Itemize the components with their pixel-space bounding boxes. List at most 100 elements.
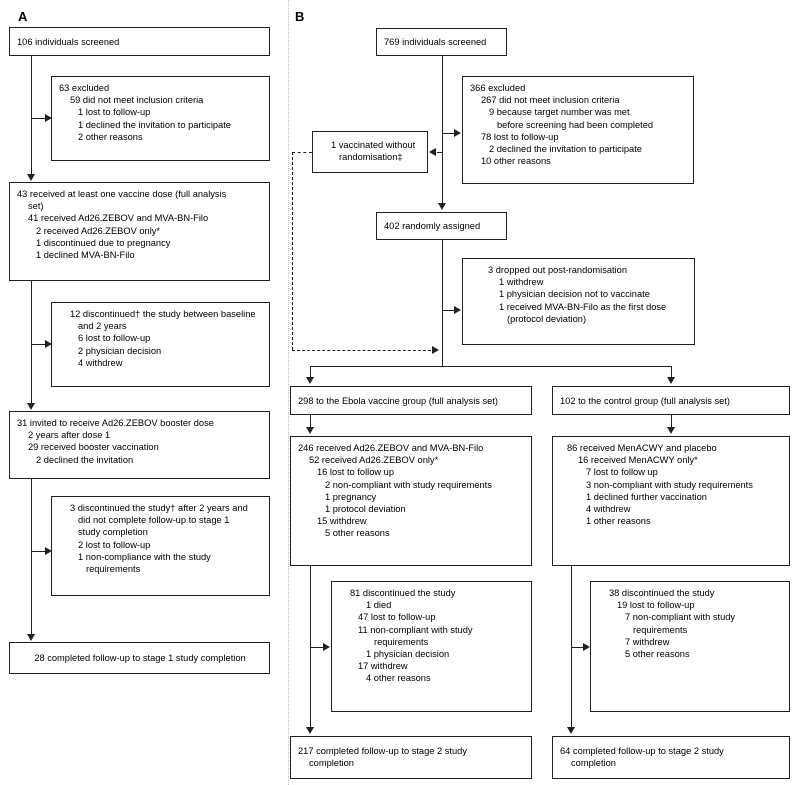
arrow-right-icon (432, 346, 439, 354)
node-b-control-discontinued: 38 discontinued the study 19 lost to fol… (590, 581, 790, 712)
arrow-down-icon (306, 427, 314, 434)
node-line: before screening had been completed (497, 119, 654, 130)
node-a-excluded: 63 excluded 59 did not meet inclusion cr… (51, 76, 270, 161)
node-b-randomly-assigned: 402 randomly assigned (376, 212, 507, 240)
node-line: 1 withdrew (499, 277, 544, 288)
node-b-excluded: 366 excluded 267 did not meet inclusion … (462, 76, 694, 184)
node-line: 41 received Ad26.ZEBOV and MVA-BN-Filo (28, 213, 209, 224)
arrow-down-icon (27, 174, 35, 181)
arrow-down-icon (27, 403, 35, 410)
node-b-control-completed: 64 completed follow-up to stage 2 study … (552, 736, 790, 779)
node-line: 64 completed follow-up to stage 2 study (560, 746, 724, 756)
node-line: 16 received MenACWY only* (578, 455, 698, 466)
node-line: 19 lost to follow-up (617, 600, 695, 611)
node-line: 769 individuals screened (384, 37, 487, 48)
panel-divider (288, 0, 289, 785)
node-line: 1 other reasons (586, 516, 651, 527)
node-line: set) (28, 201, 44, 212)
node-a-discontinued-after-2-years: 3 discontinued the study† after 2 years … (51, 496, 270, 596)
connector-line (671, 366, 673, 378)
node-line: completion (309, 758, 354, 769)
node-line: 1 discontinued due to pregnancy (36, 237, 171, 248)
arrow-down-icon (667, 427, 675, 434)
node-line: 1 vaccinated without (331, 140, 416, 150)
node-line: 7 non-compliant with study (625, 612, 736, 623)
connector-line (442, 310, 455, 312)
node-b-control-received: 86 received MenACWY and placebo 16 recei… (552, 436, 790, 566)
connector-line (571, 647, 585, 649)
node-line: 2 declined the invitation (36, 454, 134, 465)
arrow-down-icon (306, 727, 314, 734)
arrow-down-icon (667, 377, 675, 384)
node-line: 63 excluded (59, 83, 110, 93)
connector-line (31, 551, 46, 553)
node-line: 3 discontinued the study† after 2 years … (70, 503, 248, 513)
node-line: 267 did not meet inclusion criteria (481, 95, 620, 106)
arrow-right-icon (454, 129, 461, 137)
node-line: 2 years after dose 1 (28, 430, 111, 441)
node-line: 6 lost to follow-up (78, 333, 151, 344)
node-line: 9 because target number was met (489, 107, 630, 118)
connector-line (310, 415, 312, 428)
dashed-connector (292, 152, 312, 153)
node-line: 1 non-compliance with the study (78, 551, 211, 562)
node-line: 106 individuals screened (17, 36, 120, 47)
node-line: and 2 years (78, 321, 127, 332)
node-line: 86 received MenACWY and placebo (567, 443, 717, 453)
node-line: requirements (374, 636, 429, 647)
node-line: 4 other reasons (366, 673, 431, 684)
node-line: 1 died (366, 600, 392, 611)
arrow-right-icon (454, 306, 461, 314)
node-line: 1 declined further vaccination (586, 491, 707, 502)
node-line: 402 randomly assigned (384, 221, 481, 232)
node-a-received-vaccine-dose: 43 received at least one vaccine dose (f… (9, 182, 270, 281)
node-line: 5 other reasons (325, 528, 390, 539)
panel-a-label: A (18, 9, 28, 24)
node-line: 1 protocol deviation (325, 504, 406, 515)
node-b-vaccinated-without-randomisation: 1 vaccinated without randomisation‡ (312, 131, 428, 173)
node-line: 15 withdrew (317, 516, 367, 527)
node-b-screened: 769 individuals screened (376, 28, 507, 56)
arrow-left-icon (429, 148, 436, 156)
arrow-down-icon (567, 727, 575, 734)
arrow-right-icon (45, 547, 52, 555)
node-line: 12 discontinued† the study between basel… (70, 309, 256, 319)
node-line: 59 did not meet inclusion criteria (70, 95, 204, 106)
node-line: 1 declined the invitation to participate (78, 119, 231, 130)
connector-line (442, 133, 455, 135)
node-line: 29 received booster vaccination (28, 442, 159, 453)
connector-line (31, 281, 33, 405)
node-line: did not complete follow-up to stage 1 (78, 515, 230, 526)
node-b-control-group: 102 to the control group (full analysis … (552, 386, 790, 415)
node-line: 11 non-compliant with study (358, 624, 473, 635)
connector-line (442, 240, 444, 366)
node-line: 4 withdrew (78, 357, 123, 368)
node-line: 246 received Ad26.ZEBOV and MVA-BN-Filo (298, 443, 484, 453)
node-a-screened: 106 individuals screened (9, 27, 270, 56)
node-line: 1 declined MVA-BN-Filo (36, 250, 135, 261)
node-line: 217 completed follow-up to stage 2 study (298, 746, 467, 756)
connector-line (310, 647, 324, 649)
node-b-ebola-vaccine-group: 298 to the Ebola vaccine group (full ana… (290, 386, 532, 415)
node-line: 5 other reasons (625, 649, 690, 660)
node-line: 3 dropped out post-randomisation (488, 265, 628, 275)
node-line: 38 discontinued the study (609, 588, 715, 598)
connector-line (31, 118, 46, 120)
arrow-down-icon (27, 634, 35, 641)
node-line: 2 other reasons (78, 131, 143, 142)
node-line: study completion (78, 527, 148, 538)
dashed-connector (292, 350, 431, 351)
connector-line (31, 479, 33, 636)
node-line: requirements (86, 564, 141, 575)
connector-line (310, 366, 672, 368)
node-line: 16 lost to follow up (317, 467, 395, 478)
node-line: 1 pregnancy (325, 491, 377, 502)
node-line: 366 excluded (470, 83, 526, 93)
node-line: 2 non-compliant with study requirements (325, 479, 492, 490)
connector-line (31, 344, 46, 346)
arrow-right-icon (583, 643, 590, 651)
node-line: 1 physician decision not to vaccinate (499, 289, 650, 300)
node-line: requirements (633, 624, 688, 635)
node-b-dropped-out-post-randomisation: 3 dropped out post-randomisation 1 withd… (462, 258, 695, 345)
